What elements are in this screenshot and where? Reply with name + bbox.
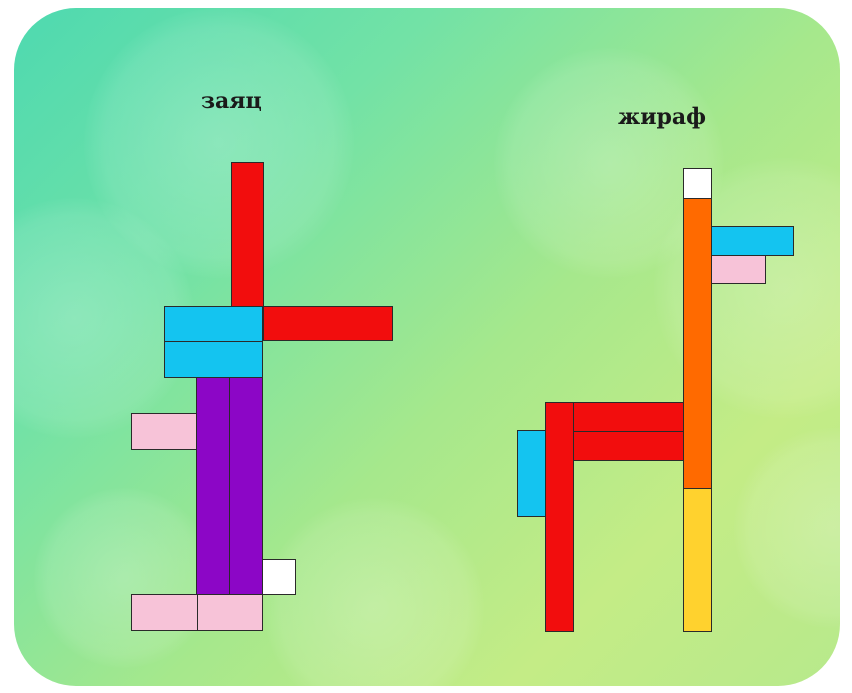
background-panel — [14, 8, 840, 686]
giraffe-title: жираф — [618, 104, 707, 130]
hare-foot-block-left — [131, 594, 198, 631]
hare-head-block-top — [164, 306, 263, 342]
giraffe-body-block-bottom — [573, 431, 684, 461]
hare-body-block-left — [196, 377, 230, 595]
hare-foot-block-right — [197, 594, 263, 631]
giraffe-head-block — [711, 226, 794, 256]
giraffe-mouth-block — [711, 255, 766, 284]
hare-head-block-bottom — [164, 341, 263, 378]
giraffe-back-leg-block — [545, 402, 574, 632]
giraffe-horn-block — [683, 168, 712, 199]
bokeh-circle — [734, 428, 840, 628]
hare-body-block-right — [229, 377, 263, 595]
bokeh-circle — [84, 8, 354, 278]
hare-tail-block — [262, 559, 296, 595]
hare-ear-vertical-block — [231, 162, 264, 308]
giraffe-front-leg-block — [683, 488, 712, 632]
bokeh-circle — [34, 488, 214, 668]
hare-ear-horizontal-block — [263, 306, 393, 341]
hare-paw-block — [131, 413, 197, 450]
hare-title: заяц — [201, 88, 262, 114]
giraffe-body-block-top — [573, 402, 684, 432]
bokeh-circle — [264, 498, 484, 686]
giraffe-neck-block — [683, 198, 712, 489]
giraffe-tail-block — [517, 430, 546, 517]
